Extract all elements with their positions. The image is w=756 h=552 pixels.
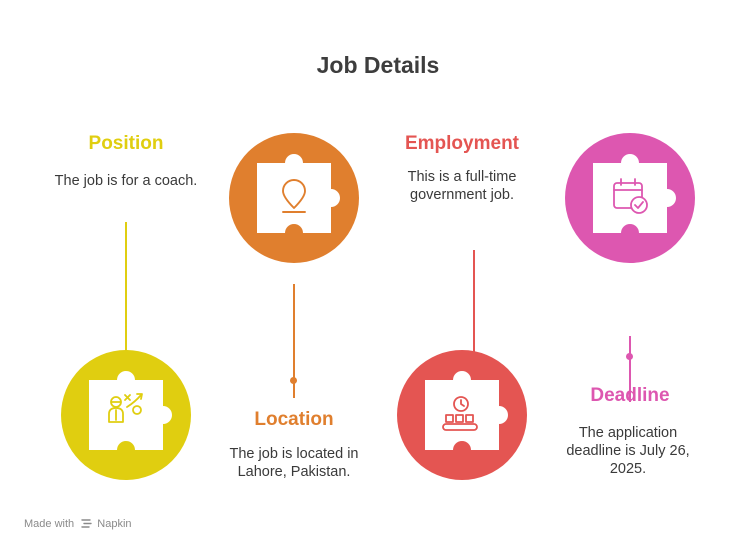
deadline-connector-dot bbox=[626, 353, 633, 360]
conveyor-clock-icon bbox=[442, 396, 478, 431]
location-text: The job is located in Lahore, Pakistan. bbox=[229, 446, 359, 480]
napkin-brand: Napkin bbox=[97, 518, 132, 530]
position-heading: Position bbox=[88, 133, 164, 154]
position-circle bbox=[61, 350, 191, 480]
location-heading: Location bbox=[254, 409, 334, 430]
employment-circle bbox=[397, 350, 527, 480]
location-connector-dot bbox=[290, 377, 297, 384]
employment-connector bbox=[473, 250, 475, 354]
location-connector bbox=[293, 284, 295, 398]
puzzle-piece-deadline bbox=[593, 154, 676, 233]
deadline-connector bbox=[629, 336, 631, 402]
employment-heading: Employment bbox=[404, 133, 520, 154]
coach-strategy-icon bbox=[108, 393, 143, 423]
position-connector bbox=[125, 222, 127, 352]
position-text: The job is for a coach. bbox=[54, 173, 198, 189]
deadline-heading: Deadline bbox=[590, 385, 670, 406]
napkin-logo-icon bbox=[81, 519, 92, 528]
location-circle bbox=[229, 133, 359, 263]
map-pin-icon bbox=[282, 179, 306, 213]
calendar-check-icon bbox=[613, 178, 648, 214]
made-with-label: Made with bbox=[24, 518, 75, 530]
deadline-text: The application deadline is July 26, 202… bbox=[566, 425, 690, 477]
employment-text: This is a full-time government job. bbox=[407, 169, 517, 203]
deadline-circle bbox=[565, 133, 695, 263]
puzzle-piece-location bbox=[257, 154, 340, 233]
napkin-footer: Made with Napkin bbox=[24, 518, 132, 530]
diagram-title: Job Details bbox=[316, 52, 440, 78]
puzzle-piece-position bbox=[89, 371, 172, 450]
